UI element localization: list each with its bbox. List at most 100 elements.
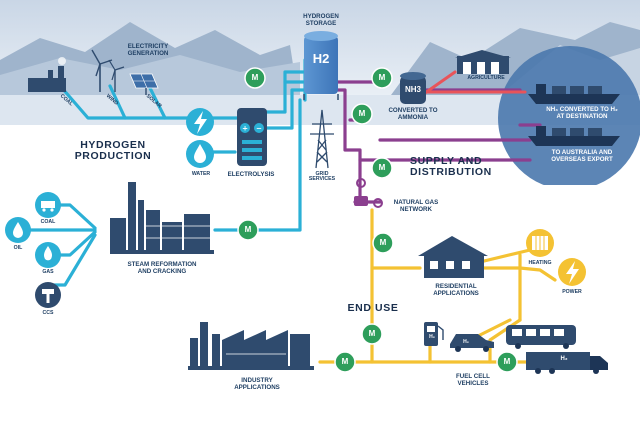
nh3-converted-label: NH₃ CONVERTED TO H₂ AT DESTINATION: [532, 106, 632, 120]
electricity-icon: [186, 108, 214, 136]
supply-distribution-line1: SUPPLY AND: [410, 155, 483, 167]
fuel-cell-bus-icon: [506, 325, 576, 349]
meter-label: M: [379, 238, 387, 247]
industry-line1: INDUSTRY: [241, 377, 273, 384]
coal-plant-icon: [28, 57, 66, 92]
ammonia-tank-icon: [400, 72, 426, 104]
svg-text:−: −: [256, 125, 262, 133]
grid-tower-icon: [310, 109, 334, 169]
gas-network-valve-icon: [354, 178, 383, 208]
coal-cart-icon: [35, 192, 61, 218]
ammonia-ship-icon: [528, 84, 620, 104]
hydrogen-production-line2: PRODUCTION: [74, 150, 152, 163]
svg-text:+: +: [242, 125, 248, 133]
fuel-cell-line2: VEHICLES: [457, 379, 489, 387]
converted-line1: CONVERTED TO: [388, 107, 438, 114]
oil-icon: [5, 217, 31, 243]
electrolyser-icon: + −: [237, 108, 267, 166]
hydrogen-production-line1: HYDROGEN: [80, 139, 146, 151]
water-icon: [186, 140, 214, 168]
residential-house-icon: [418, 236, 488, 278]
meter-distribution: [371, 157, 393, 179]
export-ship-icon: [528, 126, 620, 146]
nh3-converted-line1: NH₃ CONVERTED TO H₂: [546, 106, 618, 113]
export-line1: TO AUSTRALIA AND: [551, 149, 613, 156]
export-label: TO AUSTRALIA AND OVERSEAS EXPORT: [532, 149, 632, 163]
ccs-label: CCS: [42, 310, 54, 316]
end-use-heading: END USE: [347, 302, 399, 314]
fuel-cell-truck-icon: [526, 352, 608, 374]
grid-services-label: GRID SERVICES: [300, 171, 344, 183]
pump-h2-badge: H₂: [429, 334, 435, 340]
fuel-cell-line1: FUEL CELL: [456, 373, 490, 380]
water-label: WATER: [191, 171, 211, 177]
wind-turbine-icon: [91, 49, 125, 92]
meter-label: M: [244, 225, 252, 234]
industry-line2: APPLICATIONS: [234, 383, 280, 391]
natural-gas-network-label: NATURAL GAS NETWORK: [384, 199, 448, 213]
hydrogen-storage-tank-icon: [303, 31, 339, 100]
meter-storage: [351, 103, 373, 125]
electricity-generation-label: ELECTRICITY GENERATION: [118, 43, 178, 57]
residential-label: RESIDENTIAL APPLICATIONS: [420, 283, 492, 297]
electricity-generation-line1: ELECTRICITY: [127, 43, 169, 50]
meter-industry: [334, 351, 356, 373]
meter-label: M: [358, 109, 366, 118]
meter-label: M: [341, 357, 349, 366]
meter-label: M: [378, 163, 386, 172]
meter-steam-reformation: [237, 219, 259, 241]
meter-residential: [372, 232, 394, 254]
steam-reformation-line2: AND CRACKING: [137, 267, 187, 275]
meter-label: M: [503, 357, 511, 366]
truck-h2-badge: H₂: [560, 356, 568, 362]
electricity-generation-line2: GENERATION: [127, 49, 169, 57]
fuel-cell-label: FUEL CELL VEHICLES: [448, 373, 498, 387]
hydrogen-storage-label: HYDROGEN STORAGE: [296, 13, 346, 27]
heating-radiator-icon: [526, 229, 554, 257]
nh3-tank-label: NH3: [404, 85, 421, 94]
hydrogen-storage-line2: STORAGE: [305, 19, 337, 27]
converted-to-ammonia-label: CONVERTED TO AMMONIA: [385, 107, 441, 121]
steam-reformation-label: STEAM REFORMATION AND CRACKING: [112, 261, 212, 275]
hydrogen-fuel-pump-icon: [424, 322, 444, 346]
meter-label: M: [368, 329, 376, 338]
solar-panel-icon: [129, 73, 159, 95]
gas-flame-icon: [35, 242, 61, 268]
heating-label: HEATING: [528, 260, 552, 266]
meter-electrolysis: [244, 67, 266, 89]
residential-line1: RESIDENTIAL: [435, 283, 477, 290]
meter-ammonia: [371, 67, 393, 89]
hydrogen-production-heading: HYDROGEN PRODUCTION: [68, 139, 158, 163]
nh3-converted-line2: AT DESTINATION: [556, 112, 608, 120]
coal-label: COAL: [40, 219, 56, 225]
oil-label: OIL: [13, 245, 23, 251]
industry-label: INDUSTRY APPLICATIONS: [222, 377, 292, 391]
meters: [237, 67, 518, 373]
grid-services-line2: SERVICES: [308, 176, 336, 183]
meter-label: M: [378, 73, 386, 82]
natural-gas-line2: NETWORK: [400, 205, 432, 213]
meter-end-use: [361, 323, 383, 345]
h2-tank-label: H2: [312, 51, 330, 66]
export-line2: OVERSEAS EXPORT: [551, 155, 613, 163]
supply-distribution-heading: SUPPLY AND DISTRIBUTION: [410, 155, 506, 179]
hydrogen-storage-line1: HYDROGEN: [303, 13, 339, 20]
natural-gas-line1: NATURAL GAS: [393, 199, 439, 206]
gas-label: GAS: [42, 269, 54, 275]
residential-line2: APPLICATIONS: [433, 289, 479, 297]
export-circle: [498, 46, 640, 190]
ground: [0, 185, 640, 430]
supply-distribution-line2: DISTRIBUTION: [410, 166, 492, 179]
meter-label: M: [251, 73, 259, 82]
steam-reformation-line1: STEAM REFORMATION: [127, 261, 197, 268]
agriculture-label: AGRICULTURE: [467, 75, 505, 81]
grid-services-line1: GRID: [315, 171, 329, 177]
converted-line2: AMMONIA: [397, 113, 429, 121]
agriculture-barn-icon: [455, 50, 511, 74]
electrolysis-label: ELECTROLYSIS: [227, 171, 275, 178]
ccs-hammer-icon: [35, 282, 61, 308]
meter-vehicles: [496, 351, 518, 373]
fuel-cell-car-icon: [450, 334, 494, 352]
